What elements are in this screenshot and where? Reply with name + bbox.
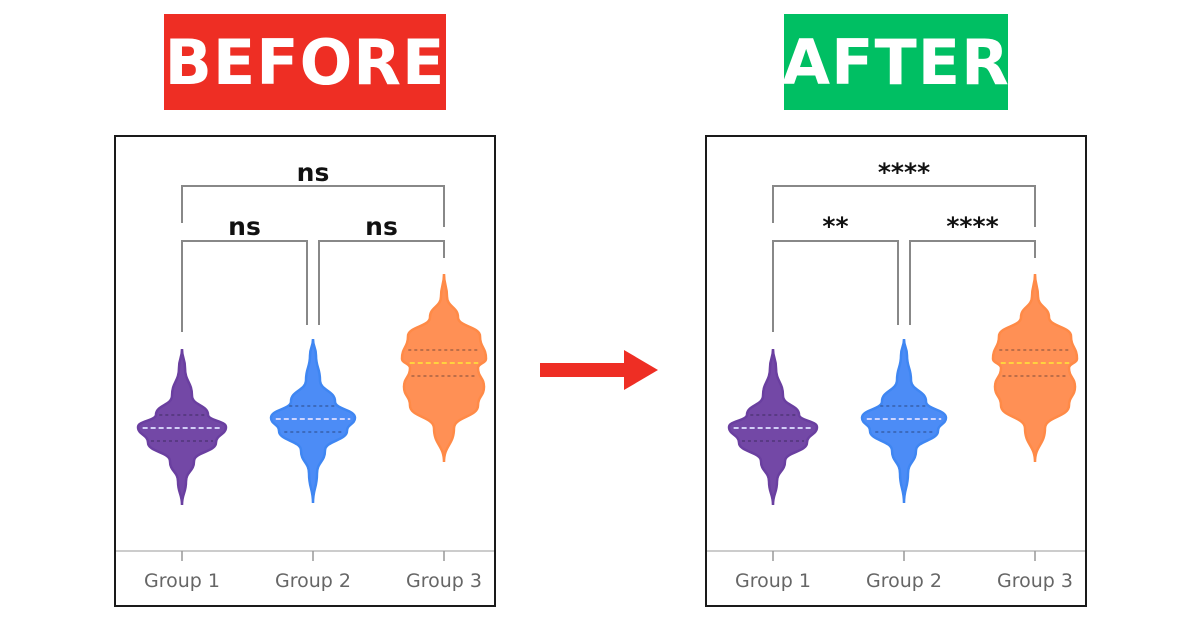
significance-bracket — [772, 185, 1036, 227]
after-banner: AFTER — [782, 14, 1009, 110]
significance-label: ns — [365, 212, 398, 241]
violin-3 — [400, 273, 488, 464]
violin-3 — [991, 273, 1079, 464]
arrow-head — [624, 350, 658, 390]
x-tick-label: Group 2 — [275, 570, 351, 592]
significance-bracket — [181, 185, 445, 227]
significance-bracket — [909, 240, 1036, 325]
x-tick-label: Group 3 — [997, 570, 1073, 592]
significance-label: ns — [228, 212, 261, 241]
violin-2 — [269, 338, 357, 504]
significance-bracket — [318, 240, 445, 325]
right-arrow-icon — [540, 350, 658, 390]
x-tick-label: Group 3 — [406, 570, 482, 592]
x-tick-label: Group 2 — [866, 570, 942, 592]
significance-bracket — [772, 240, 899, 332]
violin-2 — [860, 338, 948, 504]
violin-1 — [136, 348, 228, 506]
x-tick-label: Group 1 — [144, 570, 220, 592]
violin-1 — [727, 348, 819, 506]
significance-label: ** — [822, 212, 848, 241]
arrow-shaft — [540, 363, 626, 377]
significance-label: ns — [297, 158, 330, 187]
significance-label: **** — [878, 158, 930, 187]
x-tick-label: Group 1 — [735, 570, 811, 592]
significance-bracket — [181, 240, 308, 332]
significance-label: **** — [946, 212, 998, 241]
before-banner: BEFORE — [164, 14, 446, 110]
